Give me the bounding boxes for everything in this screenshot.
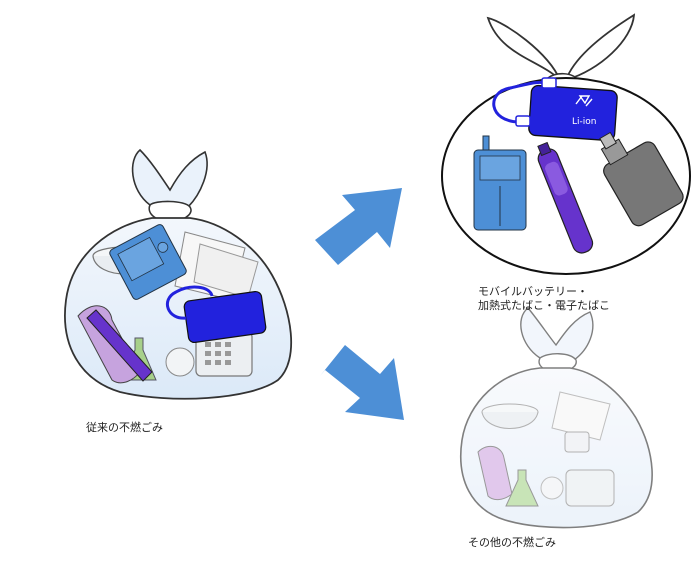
caption-battery-line1: モバイルバッテリー・ xyxy=(478,285,588,298)
caption-battery-line2: 加熱式たばこ・電子たばこ xyxy=(478,299,610,312)
battery-label: Li-ion xyxy=(572,117,596,127)
bag-tie-light xyxy=(520,307,594,361)
heated-tobacco xyxy=(537,141,594,254)
arrow-down-right xyxy=(320,345,404,420)
bulb-light xyxy=(540,476,564,500)
green-flask-light xyxy=(505,469,539,507)
blue-phone xyxy=(109,224,187,300)
other-trash-bag xyxy=(460,307,653,529)
purple-vape xyxy=(86,309,153,382)
telephone-light xyxy=(565,469,615,507)
bag-tie xyxy=(131,148,208,208)
bowl-body-light xyxy=(481,411,539,429)
paper-light xyxy=(551,391,611,441)
blue-mobile-phone xyxy=(473,135,527,231)
cup-light xyxy=(564,431,590,453)
e-cigarette xyxy=(599,131,684,227)
mobile-battery: Li-ion xyxy=(492,77,618,142)
battery-collection-bag: Li-ion xyxy=(441,13,691,275)
arrow-up-right xyxy=(315,188,402,265)
recycle-icon xyxy=(575,95,593,107)
caption-battery-tobacco: モバイルバッテリー・ 加熱式たばこ・電子たばこ xyxy=(478,285,610,313)
mobile-battery-left xyxy=(165,285,267,344)
caption-conventional-trash: 従来の不燃ごみ xyxy=(86,421,163,434)
conventional-trash-bag xyxy=(64,148,292,400)
telephone-keys xyxy=(205,342,231,365)
caption-other-trash: その他の不燃ごみ xyxy=(468,536,556,549)
bow-right xyxy=(564,13,636,82)
bulb-outline xyxy=(165,347,195,377)
bow-left xyxy=(486,16,561,81)
